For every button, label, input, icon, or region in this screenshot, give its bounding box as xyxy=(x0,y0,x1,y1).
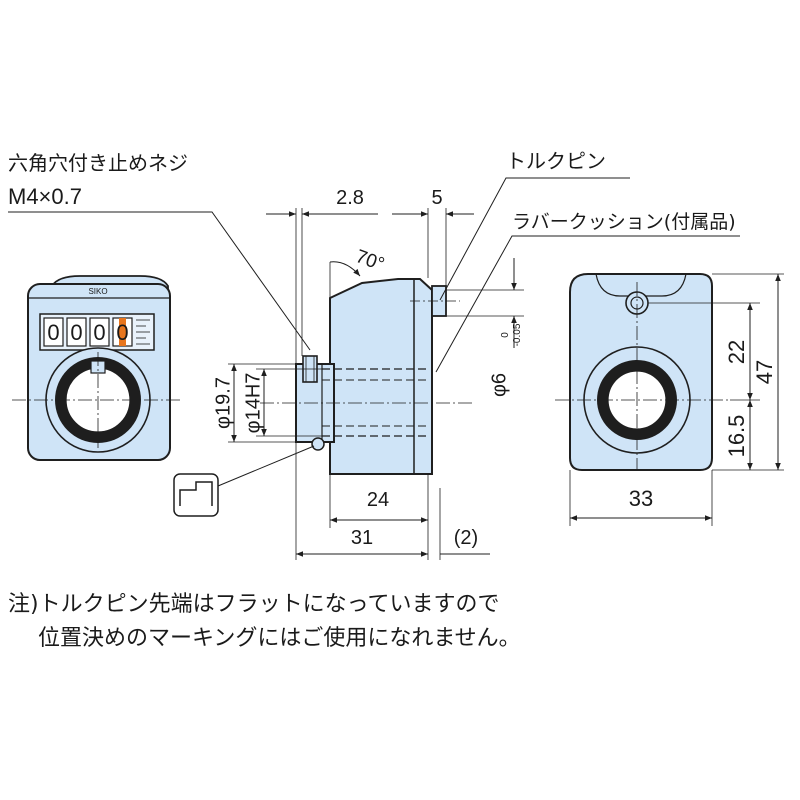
counter-digit: 0 xyxy=(47,320,59,345)
counter-digit: 0 xyxy=(116,320,128,345)
rear-view xyxy=(555,273,730,471)
brand-label: SIKO xyxy=(88,287,107,296)
dim-tol-lower: -0.05 xyxy=(512,323,523,346)
dim-24: 24 xyxy=(367,489,389,511)
dim-dia-19-7: φ19.7 xyxy=(212,377,234,429)
dim-dia-6: φ6 xyxy=(488,373,510,397)
dim-70-deg: 70° xyxy=(353,246,387,276)
dim-2-paren: (2) xyxy=(454,527,478,549)
side-view xyxy=(260,278,472,475)
dim-2-8: 2.8 xyxy=(336,187,364,209)
note-line-1: 注)トルクピン先端はフラットになっていますので xyxy=(8,592,500,617)
dim-47: 47 xyxy=(752,360,777,384)
indicator-mark xyxy=(119,318,126,346)
label-set-screw: 六角穴付き止めネジ xyxy=(8,151,188,175)
dim-dia-14h7: φ14H7 xyxy=(242,373,264,434)
detail-callout xyxy=(173,445,315,517)
dim-16-5: 16.5 xyxy=(724,415,749,458)
dim-5: 5 xyxy=(431,187,442,209)
rear-dimensions: 22 16.5 47 33 xyxy=(569,273,784,526)
dim-tol-upper: 0 xyxy=(500,332,511,338)
dim-22: 22 xyxy=(724,340,749,364)
leader-labels: 六角穴付き止めネジ M4×0.7 トルクピン ラバークッション(付属品) xyxy=(8,149,740,373)
label-torque-pin: トルクピン xyxy=(506,149,606,173)
label-set-screw-size: M4×0.7 xyxy=(8,184,82,209)
counter-digit: 0 xyxy=(93,320,105,345)
counter-digit: 0 xyxy=(70,320,82,345)
dim-33: 33 xyxy=(629,486,653,511)
side-dimensions: 2.8 5 70° φ19.7 φ14H7 φ6 0 -0.05 xyxy=(212,187,524,560)
front-view: SIKO 0 0 0 0 xyxy=(12,275,182,461)
note-line-2: 位置決めのマーキングにはご使用になれません。 xyxy=(38,626,521,651)
dim-31: 31 xyxy=(351,527,373,549)
label-rubber-cushion: ラバークッション(付属品) xyxy=(512,211,736,233)
